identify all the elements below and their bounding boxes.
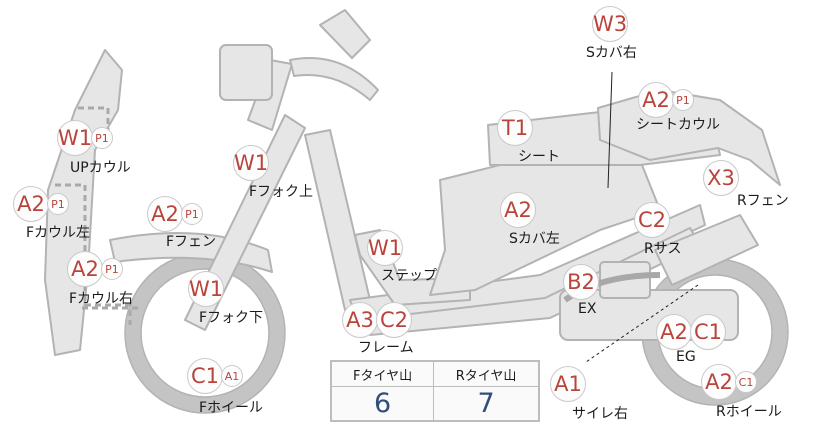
part-marker-a2c1-eg: A2 C1	[656, 314, 726, 350]
damage-code-badge: A2	[638, 82, 674, 118]
part-marker-w1p1-upcowl: W1 P1	[57, 120, 113, 156]
part-label-cowl-left: Fカウル左	[26, 225, 91, 241]
damage-code-badge: A2	[500, 192, 536, 228]
part-label-scover-left: Sカバ左	[509, 231, 560, 247]
part-label-eg: EG	[676, 349, 696, 365]
damage-code-badge: A2	[67, 251, 103, 287]
part-marker-a2-scover-left: A2	[500, 192, 536, 228]
part-label-fork-upper: Fフォク上	[249, 184, 314, 200]
part-marker-a1-silencer: A1	[550, 366, 586, 402]
severity-code-badge: P1	[47, 193, 69, 215]
part-label-step: ステップ	[381, 268, 437, 284]
part-marker-a2p1-cowl-left: A2 P1	[13, 186, 69, 222]
part-label-seat: シート	[518, 149, 560, 165]
rear-tread-header: Rタイヤ山	[433, 360, 540, 387]
handlebar-shape	[289, 57, 379, 101]
damage-code-badge: B2	[563, 264, 599, 300]
part-marker-a2p1-seatcowl: A2 P1	[638, 82, 694, 118]
part-label-fwheel: Fホイール	[199, 400, 264, 416]
part-marker-c1a1-fwheel: C1 A1	[187, 358, 243, 394]
mirror-shape	[319, 9, 371, 59]
rear-shock-shape	[654, 214, 759, 286]
damage-code-badge: X3	[703, 160, 739, 196]
damage-code-badge: A3	[342, 302, 378, 338]
part-label-cowl-right: Fカウル右	[69, 291, 134, 307]
front-tread-header: Fタイヤ山	[330, 360, 435, 387]
leader-line-silencer	[585, 284, 699, 363]
damage-code-badge: C1	[187, 358, 223, 394]
frame-shape	[304, 129, 371, 311]
damage-code-badge: A2	[701, 364, 737, 400]
damage-code-badge: C1	[690, 314, 726, 350]
damage-code-badge: W1	[57, 120, 93, 156]
part-marker-a2p1-cowl-right: A2 P1	[67, 251, 123, 287]
part-label-silencer: サイレ右	[572, 406, 628, 422]
part-marker-x3: X3	[703, 160, 739, 196]
part-marker-w1-fork-upper: W1	[233, 145, 269, 181]
severity-code-badge: P1	[181, 203, 203, 225]
severity-code-badge: C1	[735, 371, 757, 393]
damage-code-badge: A2	[147, 196, 183, 232]
damage-code-badge: W1	[188, 271, 224, 307]
part-label-scover-right: Sカバ右	[586, 45, 637, 61]
part-label-ex: EX	[578, 301, 597, 317]
tire-tread-table: Fタイヤ山 Rタイヤ山 6 7	[330, 360, 540, 422]
part-marker-w1-fork-lower: W1	[188, 271, 224, 307]
part-marker-w1-step: W1	[367, 230, 403, 266]
part-marker-w3: W3	[592, 6, 628, 42]
severity-code-badge: A1	[221, 365, 243, 387]
damage-code-badge: A1	[550, 366, 586, 402]
damage-code-badge: W3	[592, 6, 628, 42]
damage-code-badge: W1	[233, 145, 269, 181]
severity-code-badge: P1	[91, 127, 113, 149]
damage-code-badge: C2	[634, 202, 670, 238]
part-label-rwheel: Rホイール	[716, 404, 782, 420]
part-label-fork-lower: Fフォク下	[199, 310, 264, 326]
damage-code-badge: T1	[497, 110, 533, 146]
part-marker-t1: T1	[497, 110, 533, 146]
part-marker-a3c2-frame: A3 C2	[342, 302, 412, 338]
rear-tread-value: 7	[433, 386, 540, 422]
severity-code-badge: P1	[101, 258, 123, 280]
part-label-upcowl: UPカウル	[70, 160, 131, 176]
part-marker-c2-rsus: C2	[634, 202, 670, 238]
part-label-rsus: Rサス	[644, 241, 682, 257]
damage-code-badge: C2	[376, 302, 412, 338]
part-marker-b2-ex: B2	[563, 264, 599, 300]
damage-code-badge: A2	[656, 314, 692, 350]
front-wheel-shape	[125, 253, 285, 413]
damage-code-badge: A2	[13, 186, 49, 222]
front-tread-value: 6	[330, 386, 435, 422]
part-marker-a2p1-ffender: A2 P1	[147, 196, 203, 232]
part-label-rfender: Rフェン	[737, 193, 789, 209]
headlight-shape	[219, 44, 273, 101]
part-label-ffender: Fフェン	[166, 234, 217, 250]
part-label-frame: フレーム	[358, 340, 414, 356]
part-label-seatcowl: シートカウル	[636, 117, 720, 133]
severity-code-badge: P1	[672, 89, 694, 111]
leader-line-scover-right	[607, 71, 613, 189]
part-marker-a2c1-rwheel: A2 C1	[701, 364, 757, 400]
damage-code-badge: W1	[367, 230, 403, 266]
